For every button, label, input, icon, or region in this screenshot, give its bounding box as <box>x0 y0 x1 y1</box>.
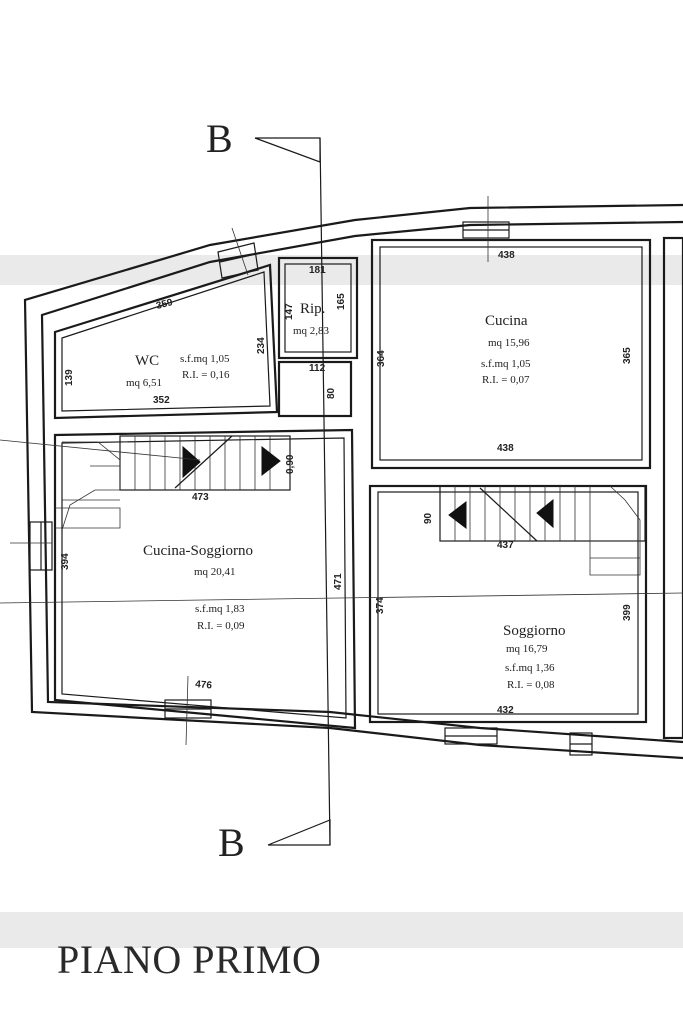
staircase-left <box>55 435 291 531</box>
dimension-label: 80 <box>326 387 337 399</box>
plan-title: PIANO PRIMO <box>57 937 322 982</box>
room-ratio: R.I. = 0,16 <box>182 369 230 381</box>
room-area: mq 2,83 <box>293 325 330 337</box>
window-recesses <box>29 221 593 756</box>
room-illum: s.f.mq 1,36 <box>505 662 555 674</box>
section-mark-top: B <box>206 116 233 161</box>
scan-band <box>0 912 683 948</box>
dimension-label: 139 <box>64 369 75 386</box>
room-cucina-soggiorno: Cucina-Soggiorno mq 20,41 s.f.mq 1,83 R.… <box>143 543 253 632</box>
room-name: Cucina-Soggiorno <box>143 543 253 559</box>
dimension-label: 352 <box>153 395 170 406</box>
dimension-label: 471 <box>333 573 344 590</box>
dimension-label: 476 <box>195 679 213 691</box>
interior-walls <box>53 236 683 740</box>
room-cucina: Cucina mq 15,96 s.f.mq 1,05 R.I. = 0,07 <box>481 313 531 386</box>
dimension-label: 112 <box>309 363 326 374</box>
dimension-label: 359 <box>155 297 174 312</box>
dimension-label: 432 <box>497 705 514 716</box>
scan-band <box>0 255 683 285</box>
room-soggiorno: Soggiorno mq 16,79 s.f.mq 1,36 R.I. = 0,… <box>503 623 566 691</box>
room-ratio: R.I. = 0,07 <box>482 374 530 386</box>
room-area: mq 20,41 <box>194 566 236 578</box>
dimension-label: 394 <box>60 553 71 570</box>
room-name: Rip. <box>300 301 325 317</box>
room-illum: s.f.mq 1,05 <box>180 353 230 365</box>
dimension-label: 437 <box>497 540 514 551</box>
dimension-label: 438 <box>497 443 514 454</box>
staircase-right <box>439 485 646 576</box>
dimension-label: 147 <box>284 303 295 320</box>
room-area: mq 16,79 <box>506 643 548 655</box>
dimension-label: 90 <box>423 512 434 524</box>
section-mark-bottom: B <box>218 820 245 865</box>
room-area: mq 15,96 <box>488 337 530 349</box>
room-name: Cucina <box>485 313 528 329</box>
dimension-label: 438 <box>498 250 515 261</box>
dimension-label: 374 <box>375 597 386 614</box>
room-name: WC <box>135 353 159 369</box>
dimension-labels: 359 352 139 234 181 147 165 112 80 438 4… <box>60 250 633 716</box>
dimension-label: 234 <box>256 337 267 354</box>
dimension-label: 364 <box>376 350 387 367</box>
dimension-label: 181 <box>309 265 326 276</box>
room-illum: s.f.mq 1,05 <box>481 358 531 370</box>
dimension-label: 399 <box>622 604 633 621</box>
dimension-label: 365 <box>622 347 633 364</box>
dimension-label: 473 <box>192 492 209 503</box>
room-ratio: R.I. = 0,08 <box>507 679 555 691</box>
room-illum: s.f.mq 1,83 <box>195 603 245 615</box>
dimension-label: 165 <box>336 293 347 310</box>
room-area: mq 6,51 <box>126 377 162 389</box>
dimension-label: 0,90 <box>285 454 296 474</box>
section-lines <box>0 137 683 846</box>
room-name: Soggiorno <box>503 623 566 639</box>
room-wc: WC mq 6,51 s.f.mq 1,05 R.I. = 0,16 <box>126 353 230 389</box>
room-ratio: R.I. = 0,09 <box>197 620 245 632</box>
room-rip: Rip. mq 2,83 <box>293 301 330 337</box>
